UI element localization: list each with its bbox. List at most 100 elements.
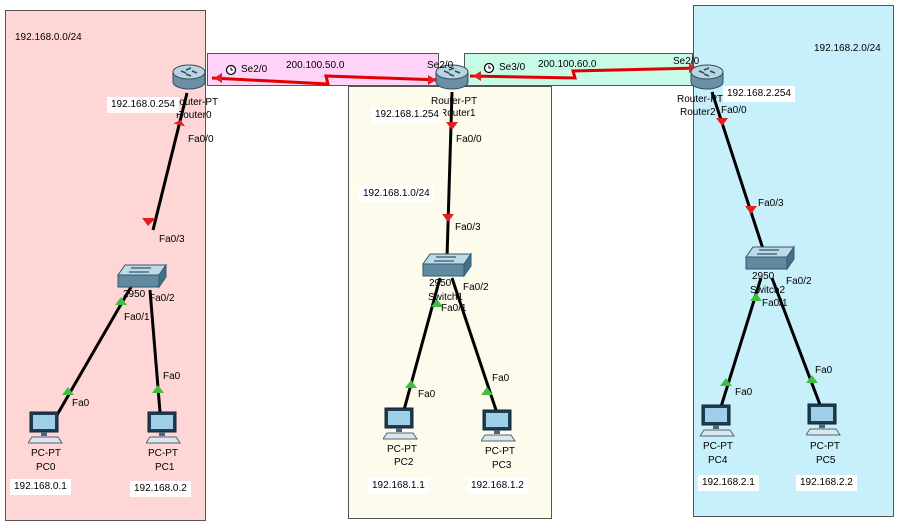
pc-port-label: Fa0: [735, 387, 753, 398]
router-port-label: Se2/0: [427, 60, 454, 71]
router-port-label: Se2/0: [241, 64, 268, 75]
network-label-lan2: 192.168.2.0/24: [814, 43, 881, 54]
pc-model-label: PC-PT: [485, 446, 515, 457]
port-marker-pc5: [806, 375, 818, 383]
switch-port-label: Fa0/3: [159, 234, 185, 245]
port-marker-pc3: [481, 387, 493, 395]
pc-port-label: Fa0: [492, 373, 510, 384]
pc-port-label: Fa0: [815, 365, 833, 376]
pc-icon[interactable]: [481, 408, 517, 444]
pc-port-label: Fa0: [418, 389, 436, 400]
port-marker-r1-se2: [428, 75, 436, 85]
pc-name-label: PC0: [36, 462, 56, 473]
zone-lan0: [5, 10, 206, 521]
pc-icon[interactable]: [146, 410, 182, 446]
network-label-wan1: 200.100.60.0: [538, 59, 597, 70]
router-icon[interactable]: [435, 63, 469, 91]
port-marker-r1-se3: [473, 71, 481, 81]
pc-ip-label: 192.168.0.2: [130, 481, 191, 497]
router-name-label: Router0: [176, 110, 212, 121]
switch-name-label: Switch2: [750, 285, 786, 296]
router-ip-label: 192.168.0.254: [107, 97, 179, 113]
pc-name-label: PC1: [155, 462, 175, 473]
pc-ip-label: 192.168.0.1: [10, 479, 71, 495]
network-label-lan0: 192.168.0.0/24: [15, 32, 82, 43]
switch-icon[interactable]: [117, 263, 167, 289]
switch-port-label: Fa0/1: [124, 312, 150, 323]
pc-model-label: PC-PT: [703, 441, 733, 452]
router-port-label: Fa0/0: [456, 134, 482, 145]
port-marker-s2-fa3: [745, 206, 757, 214]
pc-icon[interactable]: [700, 403, 736, 439]
switch-port-label: Fa0/2: [786, 276, 812, 287]
switch-model-label: 2950: [123, 289, 146, 300]
switch-port-label: Fa0/3: [455, 222, 481, 233]
port-marker-pc4: [720, 378, 732, 386]
pc-model-label: PC-PT: [387, 444, 417, 455]
switch-port-label: Fa0/2: [149, 293, 175, 304]
cable-s0-pc1[interactable]: [148, 289, 162, 413]
pc-icon[interactable]: [383, 406, 419, 442]
serial-link-r1-r2[interactable]: [469, 66, 701, 80]
router-ip-label: 192.168.1.254: [371, 107, 443, 123]
port-marker-pc0: [62, 387, 74, 395]
port-marker-r0-fa: [173, 120, 186, 127]
pc-name-label: PC5: [816, 455, 836, 466]
router-port-label: Se3/0: [499, 62, 526, 73]
cable-r1-s1[interactable]: [445, 91, 454, 259]
router-model-label: Router-PT: [431, 96, 478, 107]
pc-port-label: Fa0: [72, 398, 90, 409]
router-model-label: Router-PT: [677, 94, 724, 105]
serial-link-r0-r1[interactable]: [211, 74, 441, 86]
switch-icon[interactable]: [745, 245, 795, 271]
port-marker-s1-fa1: [431, 299, 443, 307]
pc-model-label: PC-PT: [810, 441, 840, 452]
switch-model-label: 2950: [752, 271, 775, 282]
port-marker-s0-fa1: [115, 297, 127, 305]
pc-model-label: PC-PT: [31, 448, 61, 459]
cable-s1-pc3[interactable]: [450, 277, 498, 411]
router-port-label: Fa0/0: [721, 105, 747, 116]
router-port-label: Fa0/0: [188, 134, 214, 145]
router-name-label: Router2: [680, 107, 716, 118]
switch-icon[interactable]: [422, 252, 472, 278]
router-port-label: Se2/0: [673, 56, 700, 67]
port-marker-s2-fa1: [750, 293, 762, 301]
port-marker-r2-fa: [716, 118, 728, 126]
router-icon[interactable]: [690, 63, 724, 91]
router-model-label: Router-PT: [172, 97, 219, 108]
pc-port-label: Fa0: [163, 371, 181, 382]
switch-port-label: Fa0/1: [441, 303, 467, 314]
switch-name-label: Switch1: [428, 292, 464, 303]
cable-r0-s0[interactable]: [151, 92, 189, 231]
switch-model-label: 2950: [429, 278, 452, 289]
pc-icon[interactable]: [28, 410, 64, 446]
cable-s2-pc5[interactable]: [770, 277, 824, 411]
network-label-wan0: 200.100.50.0: [286, 60, 345, 71]
network-label-lan1: 192.168.1.0/24: [359, 186, 434, 202]
pc-ip-label: 192.168.1.1: [368, 478, 429, 494]
pc-name-label: PC3: [492, 460, 512, 471]
switch-port-label: Fa0/1: [762, 298, 788, 309]
clock-icon: [483, 62, 495, 74]
pc-ip-label: 192.168.2.1: [698, 475, 759, 491]
pc-ip-label: 192.168.1.2: [467, 478, 528, 494]
pc-name-label: PC2: [394, 457, 414, 468]
switch-port-label: Fa0/2: [463, 282, 489, 293]
pc-model-label: PC-PT: [148, 448, 178, 459]
switch-port-label: Fa0/3: [758, 198, 784, 209]
router-ip-label: 192.168.2.254: [723, 86, 795, 102]
pc-name-label: PC4: [708, 455, 728, 466]
port-marker-s0-fa3: [142, 218, 156, 226]
router-icon[interactable]: [172, 63, 206, 91]
port-marker-pc1: [152, 385, 164, 393]
pc-icon[interactable]: [806, 402, 842, 438]
clock-icon: [225, 64, 237, 76]
port-marker-r1-fa: [446, 122, 458, 130]
port-marker-r0-se: [214, 73, 222, 83]
router-name-label: Router1: [440, 108, 476, 119]
port-marker-pc2: [405, 380, 417, 388]
port-marker-s1-fa3: [442, 214, 454, 222]
pc-ip-label: 192.168.2.2: [796, 475, 857, 491]
